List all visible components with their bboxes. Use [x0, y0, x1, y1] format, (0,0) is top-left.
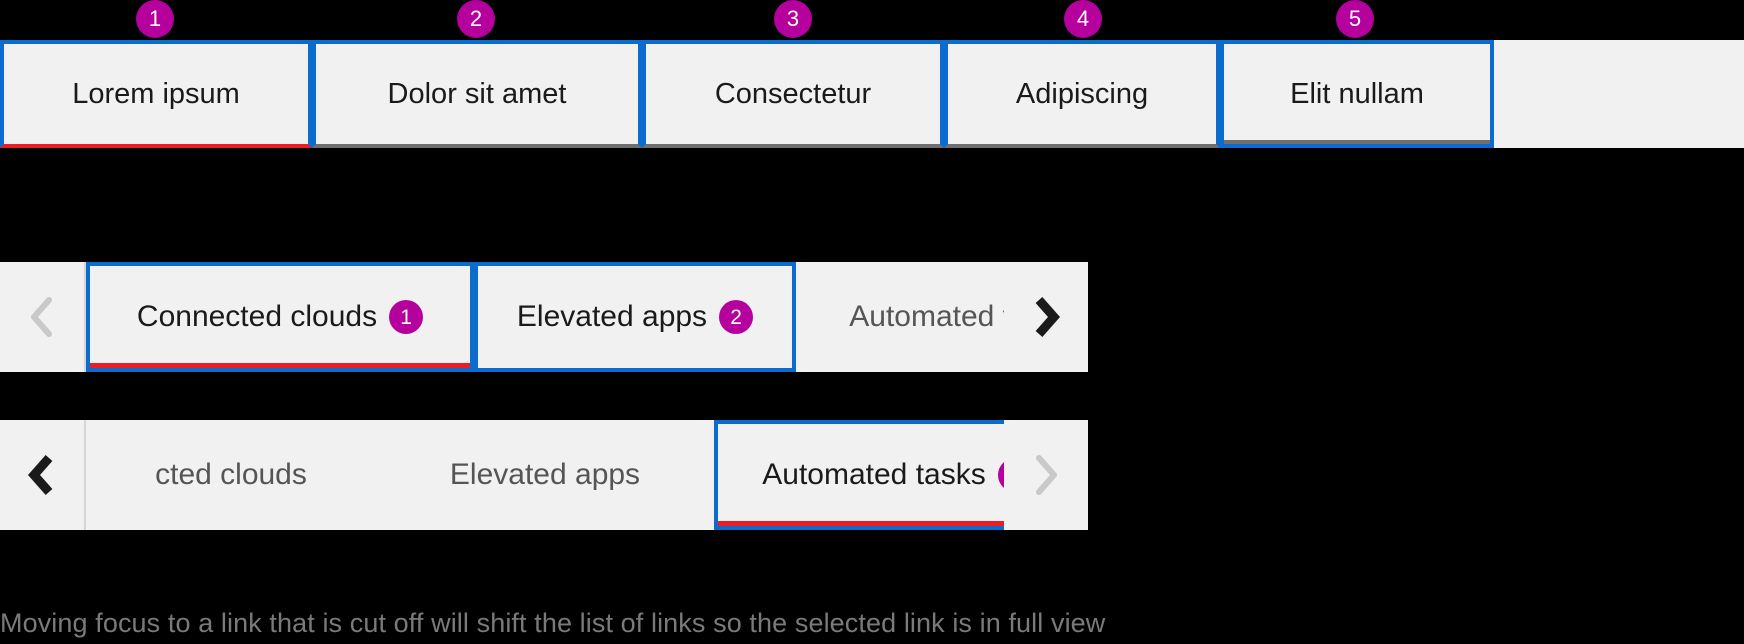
link-label-connected-clouds-cutoff: cted clouds [155, 458, 307, 491]
top-tab-underline-5 [1224, 140, 1490, 144]
top-tab-adipiscing[interactable]: Adipiscing [944, 40, 1220, 148]
top-tab-label-2: Dolor sit amet [387, 77, 567, 110]
chevron-right-icon [1035, 297, 1061, 337]
link-badge-3: 3 [997, 458, 1004, 492]
top-tab-list: Lorem ipsum Dolor sit amet Consectetur A… [0, 40, 1744, 148]
scroll-next-button-1[interactable] [1004, 262, 1088, 372]
chevron-right-icon [1036, 455, 1057, 495]
top-tab-badge-1: 1 [136, 0, 174, 38]
link-label-connected-clouds: Connected clouds [136, 300, 378, 333]
link-connected-clouds-cutoff[interactable]: cted clouds [86, 420, 376, 530]
top-tab-label-5: Elit nullam [1290, 77, 1424, 110]
top-tab-label-1: Lorem ipsum [72, 77, 240, 110]
link-selected-underline-1 [90, 363, 470, 368]
link-label-elevated-apps-2: Elevated apps [449, 458, 641, 491]
link-automated-tasks[interactable]: Automated tasks 3 [714, 420, 1004, 530]
top-tab-dolor-sit-amet[interactable]: Dolor sit amet [312, 40, 642, 148]
top-tab-badge-5: 5 [1336, 0, 1374, 38]
top-tab-label-4: Adipiscing [1015, 77, 1149, 110]
scroll-prev-button-2[interactable] [0, 420, 84, 530]
top-tab-badge-4: 4 [1064, 0, 1102, 38]
link-list-1: Connected clouds 1 Elevated apps 2 Autom… [84, 262, 1004, 372]
link-label-elevated-apps: Elevated apps [516, 300, 708, 333]
link-selected-underline-6 [718, 521, 1004, 526]
link-elevated-apps[interactable]: Elevated apps 2 [474, 262, 796, 372]
top-tab-elit-nullam[interactable]: Elit nullam [1220, 40, 1494, 148]
link-scroller-second-state: cted clouds Elevated apps Automated task… [0, 420, 1088, 530]
link-scroller-first-state: Connected clouds 1 Elevated apps 2 Autom… [0, 262, 1088, 372]
top-tab-badge-3: 3 [774, 0, 812, 38]
link-list-2: cted clouds Elevated apps Automated task… [84, 420, 1004, 530]
link-badge-2: 2 [719, 300, 754, 334]
top-tab-label-3: Consectetur [714, 77, 872, 110]
link-connected-clouds[interactable]: Connected clouds 1 [86, 262, 474, 372]
link-badge-1: 1 [389, 300, 424, 334]
caption-text: Moving focus to a link that is cut off w… [0, 608, 1106, 638]
top-tab-badge-2: 2 [457, 0, 495, 38]
top-tab-lorem-ipsum[interactable]: Lorem ipsum [0, 40, 312, 148]
chevron-left-icon [31, 297, 52, 337]
link-label-automated-tasks-cutoff: Automated tasks [849, 300, 1004, 333]
top-tab-consectetur[interactable]: Consectetur [642, 40, 944, 148]
link-automated-tasks-cutoff[interactable]: Automated tasks [796, 262, 1004, 372]
scroll-next-button-2[interactable] [1004, 420, 1088, 530]
top-tab-bar-filler [1494, 40, 1744, 148]
link-elevated-apps-2[interactable]: Elevated apps [376, 420, 714, 530]
chevron-left-icon [27, 455, 53, 495]
top-tab-bar: Lorem ipsum Dolor sit amet Consectetur A… [0, 40, 1744, 148]
link-label-automated-tasks: Automated tasks [762, 458, 986, 491]
scroll-prev-button-1[interactable] [0, 262, 84, 372]
